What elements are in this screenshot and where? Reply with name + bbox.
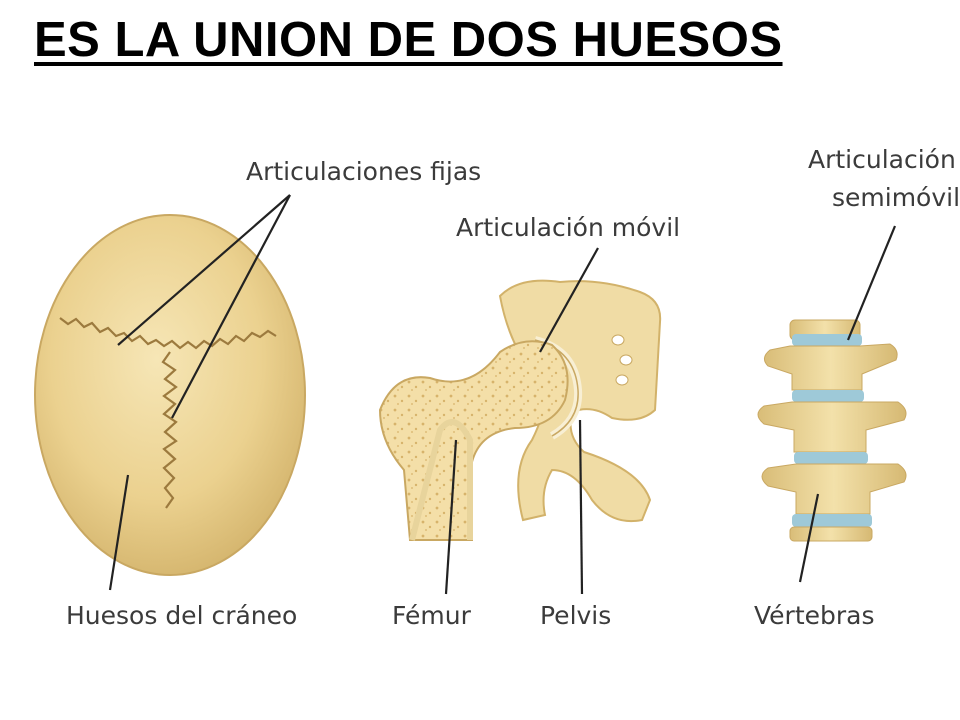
intervertebral-disc xyxy=(794,452,868,464)
intervertebral-disc xyxy=(792,390,864,402)
skull-illustration xyxy=(34,214,306,576)
page-title: ES LA UNION DE DOS HUESOS xyxy=(34,13,783,67)
intervertebral-disc xyxy=(792,514,872,527)
leader-line-skull-bones xyxy=(108,474,130,591)
leader-line-fixed-joints-coronal xyxy=(117,194,291,346)
label-semimobile-joint-line1: Articulación xyxy=(808,145,956,174)
label-semimobile-joint-line2: semimóvil xyxy=(832,183,960,212)
leader-line-fixed-joints-sagittal xyxy=(171,194,291,419)
coronal-suture xyxy=(59,317,277,350)
leader-line-femur xyxy=(444,439,458,595)
spine-illustration xyxy=(757,319,907,542)
sagittal-suture xyxy=(161,351,178,509)
leader-lines xyxy=(108,194,897,595)
leader-line-semimobile-joint xyxy=(846,225,897,341)
label-fixed-joints: Articulaciones fijas xyxy=(246,157,481,186)
intervertebral-disc xyxy=(792,334,862,346)
label-mobile-joint: Articulación móvil xyxy=(456,213,680,242)
label-vertebrae: Vértebras xyxy=(754,601,875,630)
hip-joint-illustration xyxy=(378,279,662,541)
label-pelvis: Pelvis xyxy=(540,601,611,630)
label-skull-bones: Huesos del cráneo xyxy=(66,601,297,630)
leader-line-pelvis xyxy=(578,419,584,595)
leader-line-vertebrae xyxy=(798,493,820,583)
label-femur: Fémur xyxy=(392,601,472,630)
leader-line-mobile-joint xyxy=(539,247,599,353)
